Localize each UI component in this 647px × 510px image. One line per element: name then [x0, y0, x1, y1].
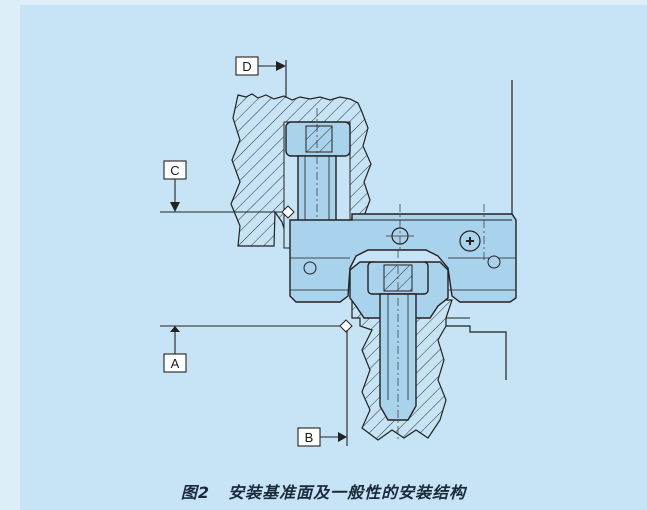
carriage-hole-left — [303, 261, 317, 275]
datum-c-arrow — [170, 202, 180, 212]
datum-a-label: A — [171, 356, 180, 371]
datum-b-label: B — [305, 430, 314, 445]
carriage-hole-right — [487, 255, 501, 269]
datum-b-arrow — [338, 432, 347, 442]
datum-d-arrow — [276, 61, 286, 71]
carriage-block — [289, 213, 517, 303]
figure-caption: 图2 安装基准面及一般性的安装结构 — [0, 479, 647, 503]
figure-title: 安装基准面及一般性的安装结构 — [228, 483, 467, 502]
datum-a-arrow — [170, 326, 180, 332]
datum-c-surface-mark — [281, 205, 295, 219]
datum-a-surface-mark — [339, 319, 353, 333]
datum-d-box — [235, 56, 259, 76]
datum-d-label: D — [242, 59, 251, 74]
datum-a-box — [163, 353, 187, 373]
figure-number: 图2 — [180, 483, 211, 502]
datum-b-box — [297, 427, 321, 447]
upper-bolt-socket — [305, 125, 333, 153]
datum-c-label: C — [170, 163, 179, 178]
